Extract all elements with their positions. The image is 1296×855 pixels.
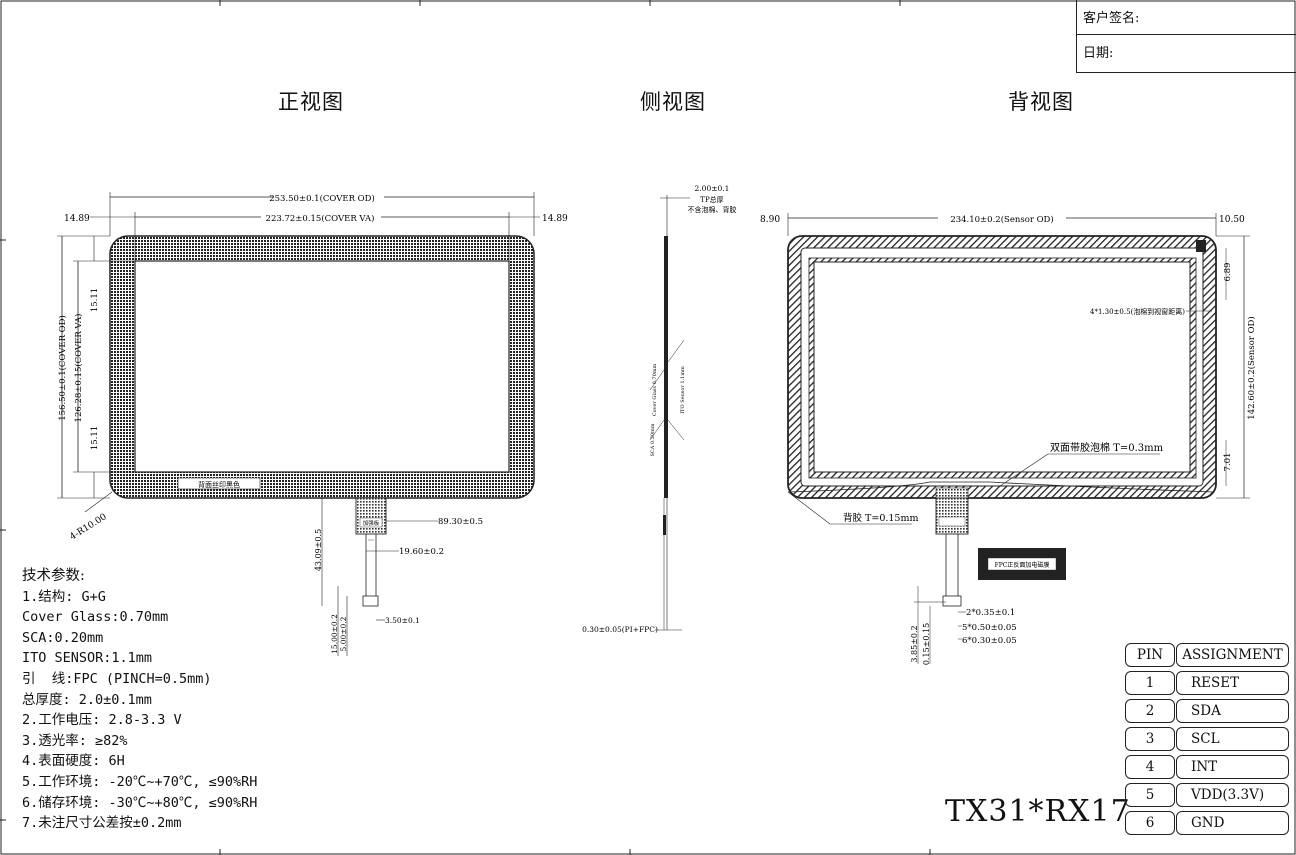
pin-assignment: GND: [1176, 811, 1289, 835]
spec-line: ITO SENSOR:1.1mm: [22, 650, 153, 667]
back-top-dim: 6.89: [1223, 263, 1233, 282]
cover-va-width-dim: 223.72±0.15(COVER VA): [266, 213, 375, 224]
bottom-margin-dim: 15.11: [90, 426, 100, 450]
cover-od-width-dim: 253.50±0.1(COVER OD): [269, 193, 375, 204]
spec-line: Cover Glass:0.70mm: [22, 609, 169, 626]
front-view: 背面丝印黑色 253.50±0.1(COVER OD) 223.72±0.15(…: [57, 191, 568, 656]
technical-specs: 技术参数: 1.结构: G+G Cover Glass:0.70mm SCA:0…: [22, 566, 257, 834]
back-left-dim: 8.90: [760, 215, 780, 225]
spec-line: 4.表面硬度: 6H: [22, 753, 125, 770]
back-bottom-dim: 7.01: [1223, 453, 1233, 472]
pin-dim-2: 5*0.50±0.05: [962, 623, 1017, 633]
pin-table-header: PIN ASSIGNMENT: [1125, 643, 1289, 667]
fpc-stiffener-label: 加强板: [363, 519, 380, 527]
side-thickness-dim: 2.00±0.1: [695, 184, 730, 193]
assignment-header: ASSIGNMENT: [1176, 643, 1289, 667]
side-thickness-note: TP总厚: [700, 195, 723, 204]
pin-row: 1 RESET: [1125, 671, 1289, 695]
right-margin-dim: 14.89: [542, 214, 568, 224]
foam-label: 双面带胶泡棉 T=0.3mm: [1050, 441, 1164, 454]
pin-row: 5 VDD(3.3V): [1125, 783, 1289, 807]
fpc-dim-a: 15.00±0.2: [330, 614, 339, 654]
pin-dim-b: 0.15±0.15: [922, 623, 931, 665]
pin-row: 2 SDA: [1125, 699, 1289, 723]
fpc-dim-b: 5.00±0.2: [339, 616, 348, 651]
side-view-title: 侧视图: [640, 90, 706, 114]
back-tape-label: 背胶 T=0.15mm: [843, 512, 919, 524]
side-layer-ito: ITO Sensor 1.1mm: [680, 366, 686, 414]
date-field[interactable]: 日期:: [1083, 46, 1114, 61]
back-right-dim: 10.50: [1219, 215, 1245, 225]
spec-line: 7.未注尺寸公差按±0.2mm: [22, 815, 182, 832]
back-view-title: 背视图: [1008, 90, 1074, 114]
sensor-od-width-dim: 234.10±0.2(Sensor OD): [950, 214, 1053, 225]
fpc-tail-dim: 3.50±0.1: [385, 616, 420, 625]
spec-line: SCA:0.20mm: [22, 629, 104, 646]
pin-number: 6: [1125, 811, 1175, 835]
pin-header: PIN: [1125, 643, 1175, 667]
top-margin-dim: 15.11: [90, 288, 100, 312]
side-profile: [664, 236, 668, 498]
pin-number: 5: [1125, 783, 1175, 807]
side-layer-cover: Cover Glass 0.70mm: [652, 363, 658, 416]
fpc-stiffener: [355, 497, 387, 535]
customer-signature-field[interactable]: 客户签名:: [1077, 0, 1296, 35]
pin-number: 1: [1125, 671, 1175, 695]
spec-line: 引 线:FPC (PINCH=0.5mm): [22, 670, 212, 687]
pin-row: 3 SCL: [1125, 727, 1289, 751]
pin-assignment-table: PIN ASSIGNMENT 1 RESET 2 SDA 3 SCL 4 INT…: [1125, 643, 1289, 839]
fpc-width-dim: 19.60±0.2: [399, 547, 444, 557]
back-print-label: 背面丝印黑色: [198, 480, 240, 489]
sensor-window: [813, 261, 1191, 473]
pin-dim-3: 6*0.30±0.05: [962, 636, 1017, 646]
model-number: TX31*RX17: [945, 794, 1131, 829]
spec-line: 1.结构: G+G: [22, 588, 106, 605]
foam-gap-dim: 4*1.30±0.5(泡棉到视窗距离): [1090, 307, 1185, 316]
fpc-offset-dim: 89.30±0.5: [438, 517, 483, 527]
side-layer-sca: SCA 0.20mm: [650, 423, 656, 456]
pin-assignment: SDA: [1176, 699, 1289, 723]
pin-assignment: SCL: [1176, 727, 1289, 751]
spec-line: 总厚度: 2.0±0.1mm: [22, 691, 152, 708]
spec-line: 6.储存环境: -30℃~+80℃, ≤90%RH: [22, 794, 258, 811]
signature-box: 客户签名: 日期:: [1076, 0, 1296, 73]
pin-assignment: INT: [1176, 755, 1289, 779]
front-view-title: 正视图: [278, 90, 344, 114]
pin-number: 4: [1125, 755, 1175, 779]
fpc-length-dim: 43.09±0.5: [314, 529, 323, 571]
side-thickness-note2: 不含泡棉、背胶: [688, 205, 737, 214]
pin-assignment: RESET: [1176, 671, 1289, 695]
spec-line: 5.工作环境: -20℃~+70℃, ≤90%RH: [22, 773, 258, 790]
side-view: 2.00±0.1 TP总厚 不含泡棉、背胶 Cover Glass 0.70mm…: [582, 184, 736, 634]
pin-dim-a: 3.85±0.2: [910, 625, 919, 662]
left-margin-dim: 14.89: [64, 214, 90, 224]
spec-line: 2.工作电压: 2.8-3.3 V: [22, 712, 182, 729]
pin-assignment: VDD(3.3V): [1176, 783, 1289, 807]
fpc-back-stiffener: [935, 497, 969, 535]
fpc-shield-label: FPC正反面加电磁膜: [995, 561, 1050, 569]
cover-od-height-dim: 156.50±0.1(COVER OD): [57, 315, 68, 421]
pin-dim-1: 2*0.35±0.1: [966, 608, 1015, 618]
corner-radius-dim: 4-R10.00: [68, 512, 109, 543]
pin-number: 2: [1125, 699, 1175, 723]
side-fpc-dim: 0.30±0.05(PI+FPC): [582, 625, 658, 634]
pin-row: 6 GND: [1125, 811, 1289, 835]
pin-row: 4 INT: [1125, 755, 1289, 779]
pin-number: 3: [1125, 727, 1175, 751]
cover-va-height-dim: 126.28±0.15(COVER VA): [73, 314, 84, 423]
sensor-od-height-dim: 142.60±0.2(Sensor OD): [1246, 316, 1257, 419]
spec-line: 3.透光率: ≥82%: [22, 732, 128, 749]
back-view: 234.10±0.2(Sensor OD) 8.90 10.50 142.60±…: [760, 212, 1257, 665]
specs-title: 技术参数:: [22, 568, 85, 584]
viewing-area: [134, 260, 510, 473]
